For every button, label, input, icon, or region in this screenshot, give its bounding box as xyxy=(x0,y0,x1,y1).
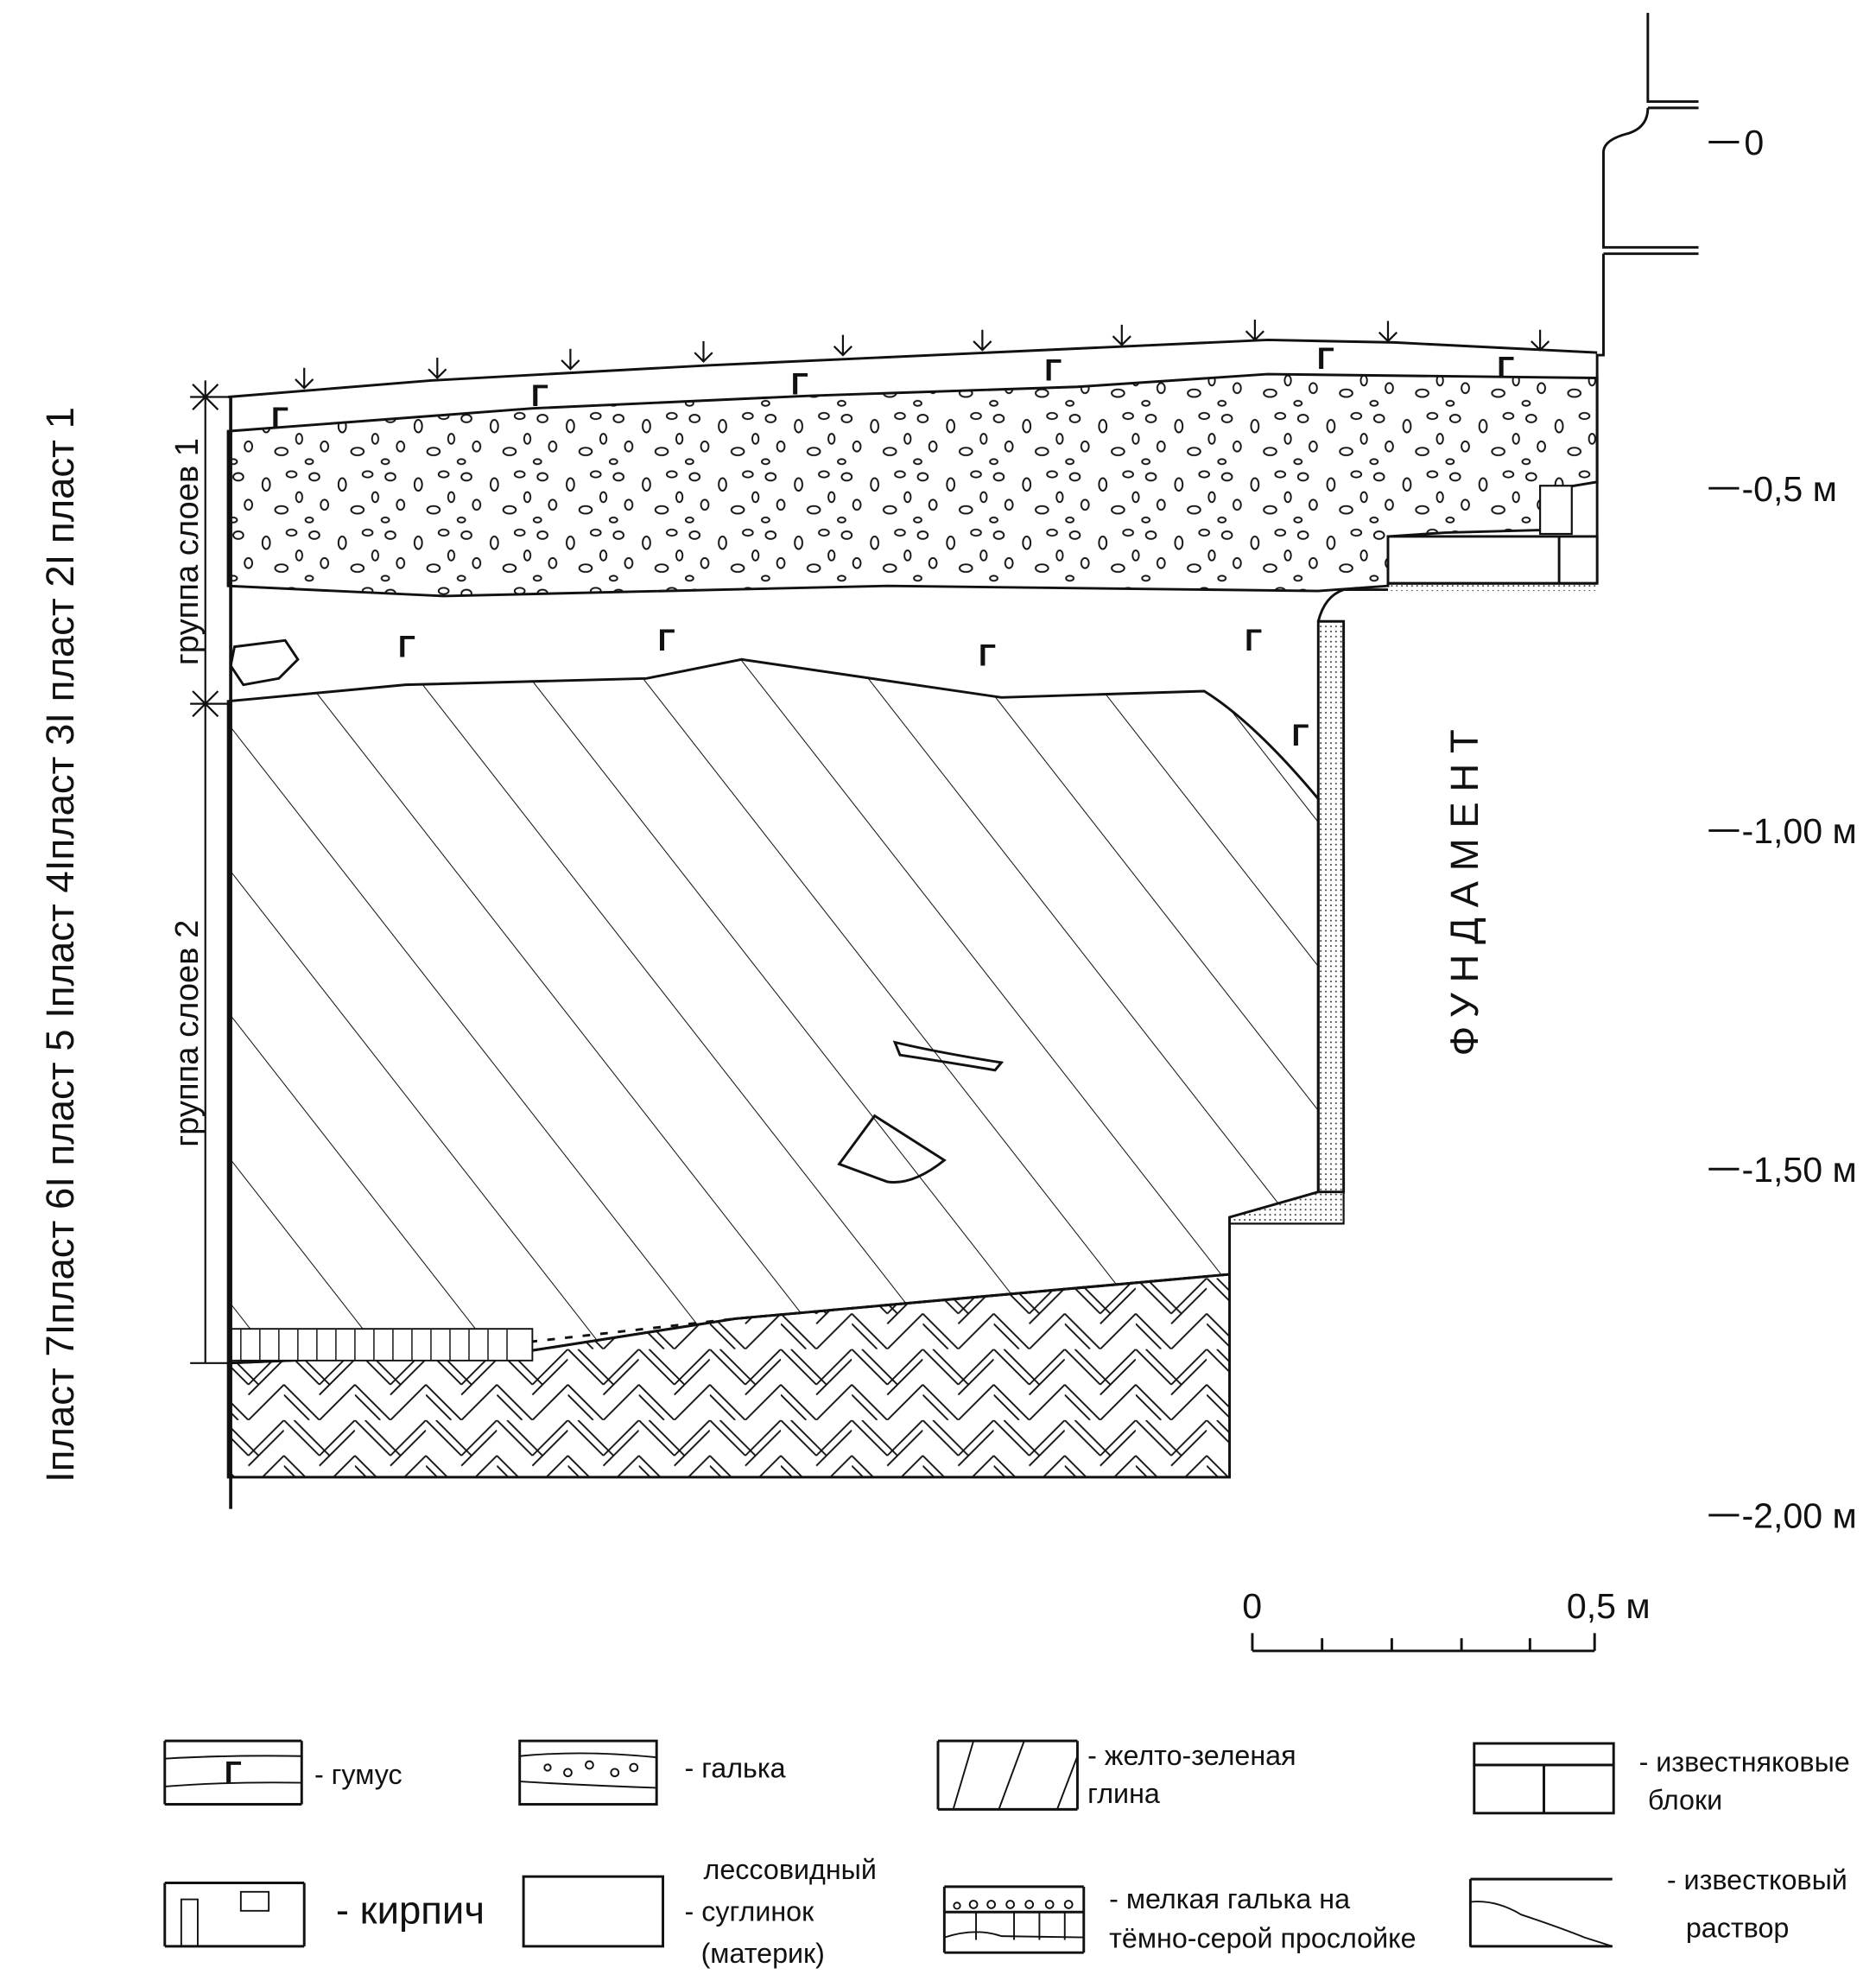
group-label-2: группа слоев 2 xyxy=(168,920,206,1147)
humus-mark: Г xyxy=(979,639,996,673)
legend-label-mortar-1: - известковый xyxy=(1667,1864,1847,1895)
grass-mark-icon xyxy=(295,367,314,390)
legend-swatch-clay xyxy=(936,1739,1079,1811)
humus-mark: Г xyxy=(271,402,288,435)
legend-label-mortar-2: раствор xyxy=(1686,1913,1789,1944)
humus-mark: Г xyxy=(531,379,548,413)
depth-1-50: -1,50 м xyxy=(1741,1150,1856,1190)
grass-mark-icon xyxy=(1112,324,1131,346)
depth-0: 0 xyxy=(1744,123,1764,162)
svg-text:Г: Г xyxy=(225,1756,242,1790)
depth-2-00: -2,00 м xyxy=(1741,1496,1856,1536)
depth-1-00: -1,00 м xyxy=(1741,811,1856,851)
legend-label-loess-1: лессовидный xyxy=(704,1854,877,1885)
legend-label-small-pebble-1: - мелкая галька на xyxy=(1109,1883,1350,1914)
legend-label-pebble: - галька xyxy=(684,1753,785,1784)
legend-label-loess-2: - суглинок xyxy=(684,1896,814,1927)
humus-mark: Г xyxy=(1291,719,1309,752)
scale-bar: 0 0,5 м xyxy=(1242,1586,1651,1653)
grass-mark-icon xyxy=(561,348,580,371)
grass-mark-icon xyxy=(1531,329,1550,352)
legend-label-clay-1: - желто-зеленая xyxy=(1087,1740,1296,1771)
grass-mark-icon xyxy=(694,340,713,363)
group-dimension-line xyxy=(190,380,231,1364)
limestone-blocks xyxy=(1386,485,1599,592)
depth-0-5: -0,5 м xyxy=(1741,469,1836,509)
legend-swatch-small-pebble xyxy=(942,1885,1086,1954)
legend-swatch-pebble xyxy=(518,1739,658,1806)
clay-layer xyxy=(226,657,1320,1365)
legend-label-humus: - гумус xyxy=(314,1759,402,1790)
legend-label-blocks-1: - известняковые xyxy=(1639,1746,1850,1777)
foundation-label: ФУНДАМЕНТ xyxy=(1442,719,1486,1056)
humus-mark: Г xyxy=(1497,351,1514,384)
legend-swatch-mortar xyxy=(1468,1877,1613,1948)
legend-label-brick: - кирпич xyxy=(336,1888,485,1932)
legend-swatch-blocks xyxy=(1473,1742,1615,1815)
legend-swatch-loess xyxy=(522,1875,665,1948)
humus-mark: Г xyxy=(658,624,675,657)
grass-mark-icon xyxy=(973,329,992,352)
humus-marks: Г Г Г Г Г Г Г Г Г Г Г xyxy=(271,342,1514,752)
humus-mark: Г xyxy=(1317,342,1334,376)
humus-mark: Г xyxy=(398,630,415,663)
legend-swatch-brick xyxy=(163,1882,306,1948)
grass-mark-icon xyxy=(1378,321,1398,343)
legend-swatch-humus: Г xyxy=(163,1739,303,1806)
legend-label-small-pebble-2: тёмно-серой прослойке xyxy=(1109,1922,1416,1953)
grass-mark-icon xyxy=(1245,319,1264,342)
ground-surface xyxy=(228,319,1598,398)
legend: Г - гумус - xyxy=(163,1739,1850,1969)
group-label-1: группа слоев 1 xyxy=(168,438,206,665)
strata-column-label: Iпласт 7Iпласт 6I пласт 5 Iпласт 4Iпласт… xyxy=(38,407,82,1482)
legend-label-clay-2: глина xyxy=(1087,1778,1160,1809)
legend-label-loess-3: (материк) xyxy=(701,1938,825,1969)
humus-mark: Г xyxy=(1044,353,1062,387)
grass-mark-icon xyxy=(833,334,852,357)
depth-scale: 0 -0,5 м -1,00 м -1,50 м -2,00 м xyxy=(1708,123,1857,1536)
foundation-mortar xyxy=(1228,588,1388,1225)
grass-mark-icon xyxy=(428,358,447,380)
scale-start: 0 xyxy=(1242,1586,1262,1626)
building-wall xyxy=(1595,12,1699,584)
humus-mark: Г xyxy=(791,368,808,402)
scale-end: 0,5 м xyxy=(1567,1586,1651,1626)
legend-label-blocks-2: блоки xyxy=(1648,1784,1722,1815)
humus-mark: Г xyxy=(1245,624,1262,657)
